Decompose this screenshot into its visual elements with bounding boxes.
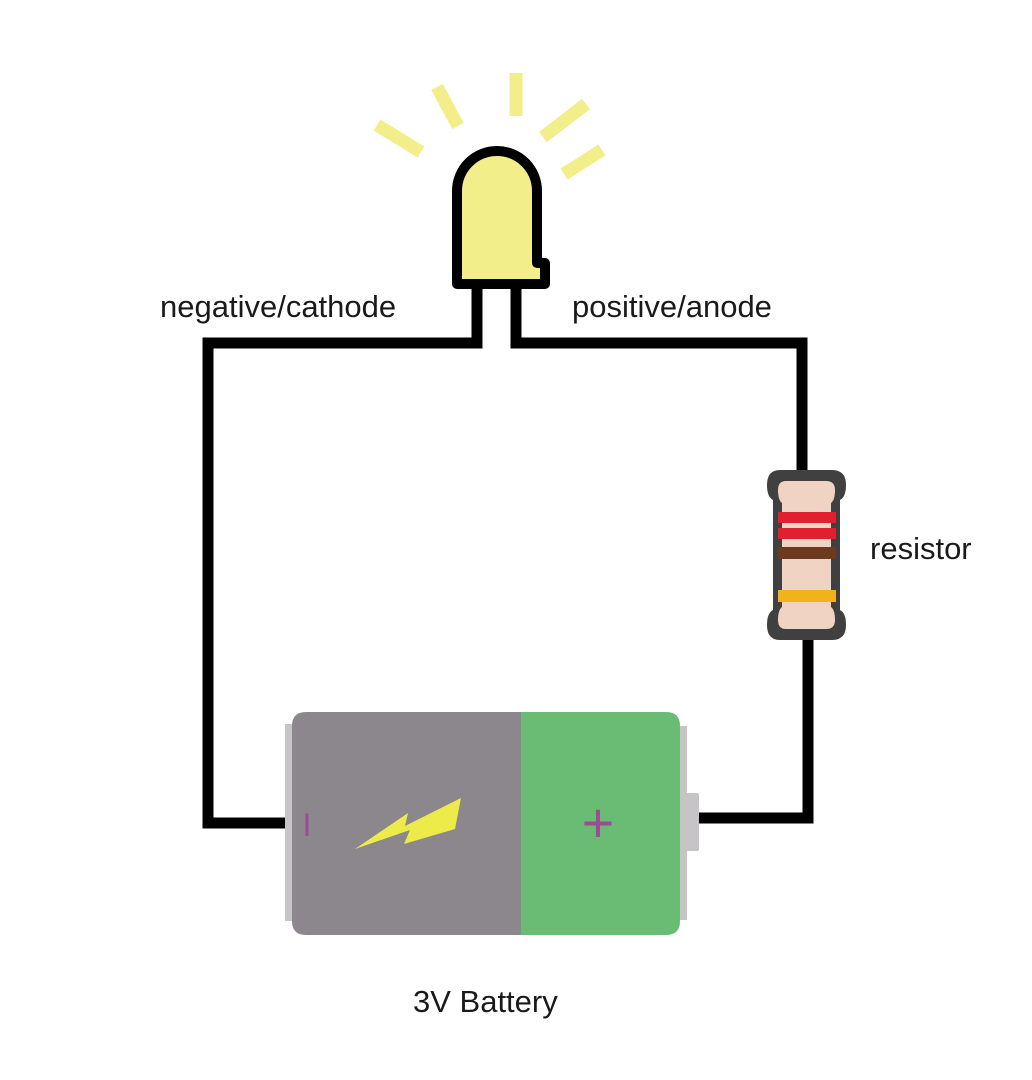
cathode-wire bbox=[202, 286, 483, 829]
battery-negative-symbol: I bbox=[303, 807, 312, 843]
battery-positive-terminal bbox=[684, 793, 699, 851]
light-rays-icon bbox=[373, 73, 606, 180]
led-icon bbox=[452, 146, 550, 289]
anode-wire bbox=[510, 286, 808, 475]
resistor-band bbox=[778, 528, 836, 539]
resistor-label: resistor bbox=[870, 531, 972, 566]
resistor-band bbox=[778, 590, 836, 602]
light-ray bbox=[431, 83, 464, 130]
light-ray bbox=[539, 98, 590, 143]
battery-label: 3V Battery bbox=[413, 984, 558, 1019]
cathode-label: negative/cathode bbox=[160, 289, 397, 324]
anode-label: positive/anode bbox=[572, 289, 772, 324]
resistor-band bbox=[778, 547, 836, 559]
battery-positive-symbol: + bbox=[582, 791, 615, 854]
resistor-to-battery-wire bbox=[697, 637, 814, 824]
light-ray bbox=[373, 119, 425, 158]
battery-positive-cap bbox=[676, 726, 687, 920]
led-dome bbox=[452, 146, 550, 289]
battery-negative-body bbox=[292, 712, 521, 935]
lightning-bolt-icon bbox=[355, 798, 461, 849]
wires bbox=[202, 286, 814, 829]
resistor-icon bbox=[767, 470, 846, 640]
battery-positive-body bbox=[521, 712, 680, 935]
battery-icon: I + bbox=[285, 712, 699, 935]
light-ray bbox=[560, 144, 606, 180]
resistor-band bbox=[778, 512, 836, 523]
